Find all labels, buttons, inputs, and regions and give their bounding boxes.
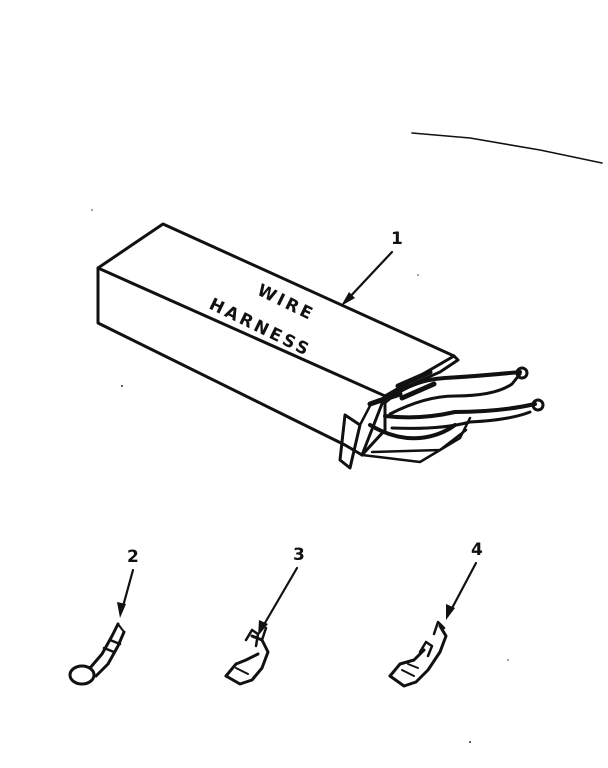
box-flap bbox=[338, 413, 362, 470]
scan-specks bbox=[91, 209, 509, 743]
callout-4: 4 bbox=[446, 540, 483, 620]
ring-terminal bbox=[68, 622, 126, 686]
callout-number: 1 bbox=[391, 229, 403, 249]
callout-3: 3 bbox=[258, 545, 305, 636]
arrow-head-icon bbox=[446, 604, 455, 620]
scan-artifact-line bbox=[411, 132, 603, 164]
callout-number: 4 bbox=[471, 540, 483, 560]
spade-terminal bbox=[224, 626, 270, 686]
callout-number: 2 bbox=[127, 547, 139, 567]
arrow-head-icon bbox=[258, 620, 268, 636]
callout-number: 3 bbox=[293, 545, 305, 565]
wire-end-terminal bbox=[515, 366, 529, 380]
arrow-head-icon bbox=[117, 602, 126, 618]
wire-end-terminal bbox=[531, 398, 545, 412]
quick-connect-terminal bbox=[388, 620, 448, 688]
harness-wires bbox=[367, 366, 545, 441]
box-label: WIRE HARNESS bbox=[206, 281, 318, 362]
callout-1: 1 bbox=[341, 229, 403, 306]
callout-2: 2 bbox=[117, 547, 139, 618]
arrow-head-icon bbox=[341, 292, 355, 306]
